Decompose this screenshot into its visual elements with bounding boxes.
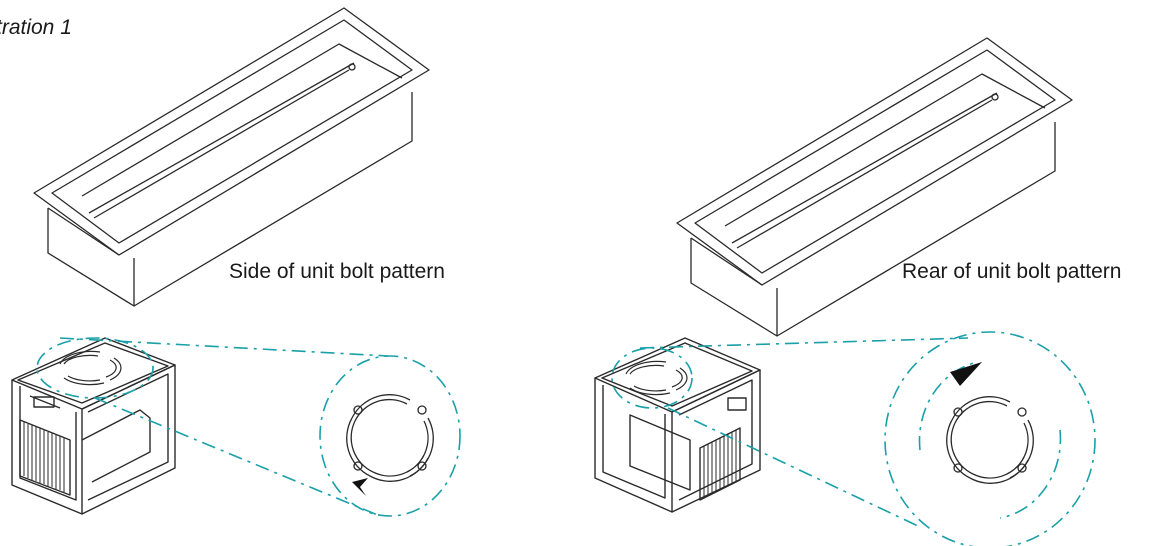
drip-pan-right [676,37,1073,337]
unit-right-top-ring [625,360,688,396]
callout-left [36,337,461,517]
drip-pan-left [33,7,430,307]
illustration-title: tration 1 [0,16,72,39]
caption-side-bolt-pattern: Side of unit bolt pattern [229,260,445,283]
unit-left-top-ring [59,350,122,386]
callout-right [611,331,1096,546]
caption-rear-bolt-pattern: Rear of unit bolt pattern [902,260,1122,283]
unit-left [11,337,176,515]
arrow-left [352,478,368,496]
bolt-pattern-magnified-right [946,396,1034,484]
arrow-right [950,362,982,386]
bolt-pattern-magnified-left [346,394,434,482]
unit-right [594,337,761,513]
